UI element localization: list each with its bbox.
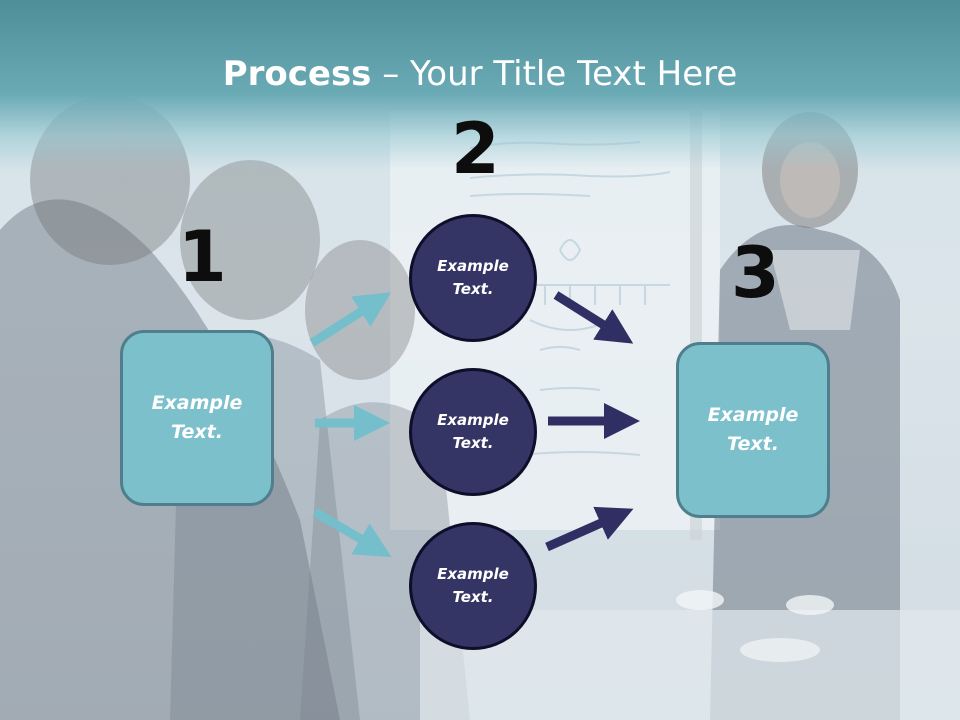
circle-middle[interactable]: Example Text. <box>409 368 537 496</box>
circle-top[interactable]: Example Text. <box>409 214 537 342</box>
left-box-line2: Text. <box>171 421 223 443</box>
circle-middle-line1: Example <box>437 411 509 429</box>
step-number-3: 3 <box>731 232 780 314</box>
right-box-line1: Example <box>707 404 799 426</box>
left-box-line1: Example <box>151 392 243 414</box>
arrow-left-down <box>312 508 392 558</box>
circle-top-line2: Text. <box>452 280 494 298</box>
right-box[interactable]: Example Text. <box>676 342 830 518</box>
title-rest: – Your Title Text Here <box>371 54 738 94</box>
slide-title: Process – Your Title Text Here <box>0 52 960 96</box>
arrow-left-up <box>309 292 392 347</box>
circle-bottom-line1: Example <box>437 565 509 583</box>
circle-middle-line2: Text. <box>452 434 494 452</box>
circle-top-line1: Example <box>437 257 509 275</box>
arrow-right-up <box>553 291 634 344</box>
title-band <box>0 0 960 170</box>
left-box[interactable]: Example Text. <box>120 330 274 506</box>
right-box-line2: Text. <box>727 433 779 455</box>
arrow-right-down <box>545 506 634 552</box>
circle-bottom[interactable]: Example Text. <box>409 522 537 650</box>
step-number-1: 1 <box>178 216 227 298</box>
title-bold: Process <box>222 54 372 94</box>
step-number-2: 2 <box>451 108 500 190</box>
circle-bottom-line2: Text. <box>452 588 494 606</box>
